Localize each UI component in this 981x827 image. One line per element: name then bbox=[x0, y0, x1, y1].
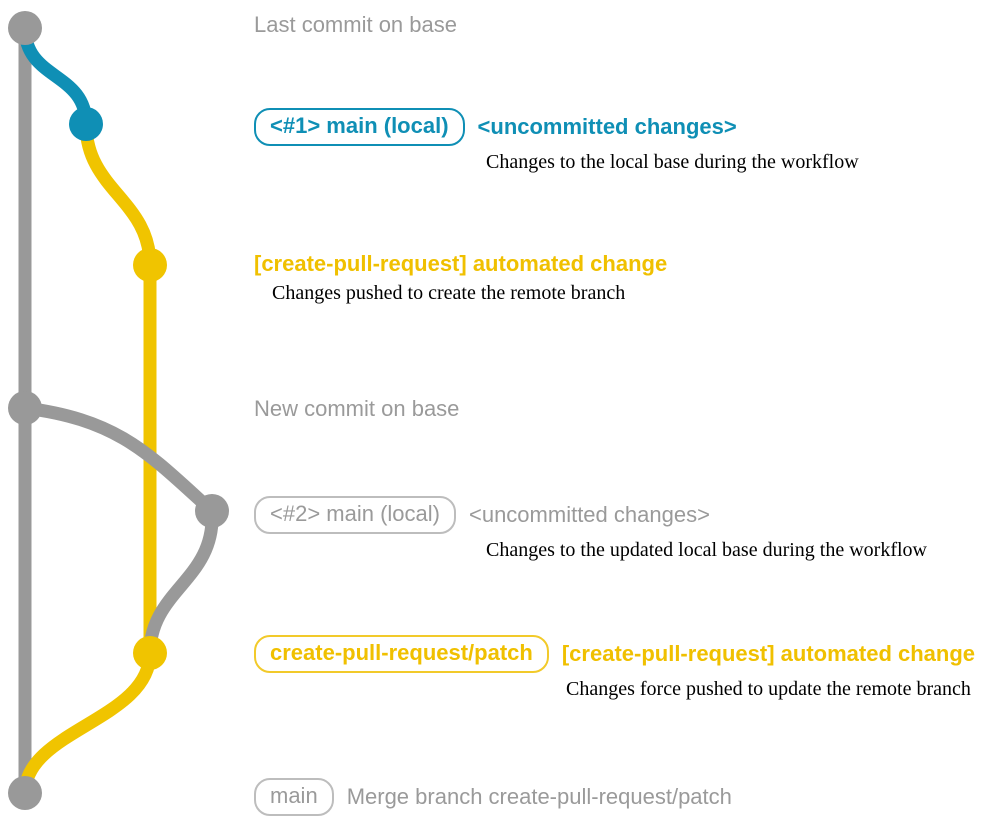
node-commit-2-local bbox=[195, 494, 229, 528]
git-graph bbox=[8, 11, 229, 810]
branch-badge-main-local-2[interactable]: <#2> main (local) bbox=[254, 496, 456, 534]
commit-subject: <uncommitted changes> bbox=[468, 502, 710, 527]
edge-gray-branch-out bbox=[18, 401, 219, 518]
commit-subject: Last commit on base bbox=[254, 12, 457, 37]
node-commit-1-local bbox=[69, 107, 103, 141]
branch-badge-main-local-1[interactable]: <#1> main (local) bbox=[254, 108, 465, 146]
commit-row-automated-change-2: create-pull-request/patch [create-pull-r… bbox=[254, 635, 975, 701]
node-new-commit-on-base bbox=[8, 391, 42, 425]
branch-badge-create-pull-request-patch[interactable]: create-pull-request/patch bbox=[254, 635, 549, 673]
commit-row-automated-change-1: [create-pull-request] automated change C… bbox=[254, 251, 667, 305]
commit-description: Changes to the local base during the wor… bbox=[486, 151, 859, 173]
commit-subject: [create-pull-request] automated change bbox=[254, 251, 668, 276]
edge-gray-branch-to-yellow bbox=[143, 504, 219, 660]
node-last-commit-on-base bbox=[8, 11, 42, 45]
commit-subject: [create-pull-request] automated change bbox=[561, 641, 976, 666]
commit-row-merge-commit: main Merge branch create-pull-request/pa… bbox=[254, 778, 732, 816]
commit-description: Changes force pushed to update the remot… bbox=[566, 678, 971, 700]
commit-description: Changes pushed to create the remote bran… bbox=[272, 282, 626, 304]
edge-yellow-from-blue bbox=[79, 117, 157, 272]
edge-blue-branch bbox=[18, 21, 93, 131]
commit-description: Changes to the updated local base during… bbox=[486, 539, 927, 561]
branch-badge-main[interactable]: main bbox=[254, 778, 334, 816]
node-automated-change-2 bbox=[133, 636, 167, 670]
commit-subject: Merge branch create-pull-request/patch bbox=[346, 784, 732, 809]
commit-row-last-commit-on-base: Last commit on base bbox=[254, 12, 457, 38]
commit-subject: New commit on base bbox=[254, 396, 460, 421]
commit-row-new-commit-on-base: New commit on base bbox=[254, 396, 459, 422]
commit-row-commit-1-local: <#1> main (local) <uncommitted changes> … bbox=[254, 108, 859, 174]
commit-subject: <uncommitted changes> bbox=[477, 114, 737, 139]
commit-row-commit-2-local: <#2> main (local) <uncommitted changes> … bbox=[254, 496, 927, 562]
node-automated-change-1 bbox=[133, 248, 167, 282]
edge-yellow-merge-to-base bbox=[18, 646, 157, 800]
node-merge-commit bbox=[8, 776, 42, 810]
graph-nodes bbox=[8, 11, 229, 810]
